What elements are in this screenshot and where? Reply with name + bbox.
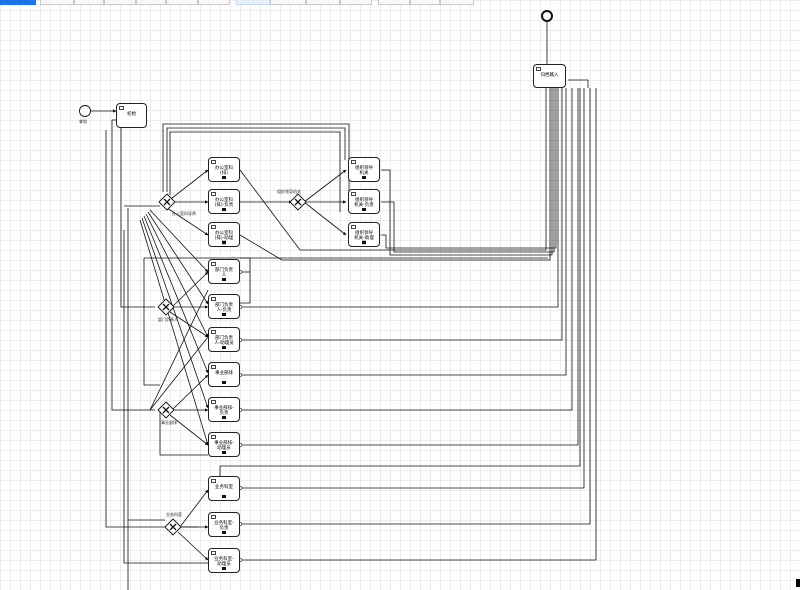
resize-handle[interactable] [796,579,800,587]
task-label: 部门负责人 [215,268,233,278]
user-task-icon [351,160,356,164]
gateway-label: 业务科室 [166,512,182,517]
task-end[interactable]: 归档输入 [533,64,566,88]
multi-instance-icon [362,208,366,211]
user-task-icon [119,106,124,110]
multi-instance-icon [222,381,226,384]
task-b1[interactable]: 组织领导机关 [348,157,380,182]
multi-instance-icon [222,208,226,211]
task-e1[interactable]: 业务科室 [208,476,240,501]
task-a1[interactable]: 办公室科(排) [208,157,240,182]
task-label: 办公室科(排)-负责 [214,198,234,208]
start-event-label: 拿到 [79,119,87,124]
multi-instance-icon [222,241,226,244]
multi-instance-icon [222,451,226,454]
multi-instance-icon [222,313,226,316]
user-task-icon [211,192,216,196]
user-task-icon [211,400,216,404]
task-label: 组织领导机关 [355,166,373,176]
task-b3[interactable]: 组织领导机关-助理员 [348,222,380,247]
task-b2[interactable]: 组织领导机关-负责 [348,189,380,214]
multi-instance-icon [222,346,226,349]
task-label: 部门负责人-助理员 [214,336,234,346]
multi-instance-icon [362,241,366,244]
gateway-label: 事业部排 [161,420,177,425]
toolbar-button-2[interactable] [74,0,104,5]
toolbar-button-3[interactable] [104,0,136,5]
task-start[interactable]: 初始 [116,103,147,128]
user-task-icon [351,192,356,196]
task-label: 办公室科(排) [215,166,233,176]
task-label: 事业部排-负责 [214,406,234,416]
user-task-icon [211,479,216,483]
task-label: 初始 [127,112,136,117]
gateway-3[interactable] [289,193,307,211]
user-task-icon [211,160,216,164]
user-task-icon [211,435,216,439]
task-label: 业务科室 [215,485,233,490]
user-task-icon [211,365,216,369]
task-c3[interactable]: 部门负责人-助理员 [208,327,240,352]
start-event[interactable] [79,105,91,117]
end-event[interactable] [541,10,553,22]
toolbar-button-12[interactable] [440,0,474,5]
toolbar-button-4[interactable] [136,0,166,5]
toolbar-button-9[interactable] [340,0,372,5]
task-label: 部门负责人-负责 [215,303,233,313]
user-task-icon [211,515,216,519]
multi-instance-icon [222,278,226,281]
gateway-label: 部门负责人 [158,317,178,322]
toolbar-button-10[interactable] [378,0,410,5]
toolbar-button-8[interactable] [306,0,340,5]
toolbar-button-11[interactable] [410,0,440,5]
task-label: 业务科室-负责 [214,521,234,531]
gateway-5[interactable] [164,518,182,536]
toolbar-button-5[interactable] [166,0,198,5]
user-task-icon [211,262,216,266]
toolbar-button-7[interactable] [270,0,306,5]
multi-instance-icon [362,176,366,179]
task-e2[interactable]: 业务科室-负责 [208,512,240,537]
gateway-label: 组织领导机关 [277,189,301,194]
gateway-2[interactable] [157,298,175,316]
task-label: 业务科室-助理员 [214,557,234,567]
top-toolbar [0,0,800,5]
task-label: 归档输入 [540,73,559,78]
multi-instance-icon [222,531,226,534]
user-task-icon [211,297,216,301]
task-d3[interactable]: 事业部排-助理员 [208,432,240,457]
toolbar-button-6[interactable] [198,0,230,5]
multi-instance-icon [222,567,226,570]
multi-instance-icon [222,416,226,419]
task-e3[interactable]: 业务科室-助理员 [208,548,240,573]
task-label: 组织领导机关-负责 [354,198,374,208]
user-task-icon [536,67,541,71]
user-task-icon [211,551,216,555]
toolbar-button-1[interactable] [40,0,74,5]
gateway-1[interactable] [158,193,176,211]
toolbar-primary-button[interactable] [0,0,36,5]
gateway-label: 办公室科导师 [172,211,196,216]
task-label: 事业部排 [215,371,233,376]
task-d1[interactable]: 事业部排 [208,362,240,387]
multi-instance-icon [222,495,226,498]
user-task-icon [211,330,216,334]
multi-instance-icon [222,176,226,179]
task-a2[interactable]: 办公室科(排)-负责 [208,189,240,214]
user-task-icon [351,225,356,229]
gateway-4[interactable] [157,401,175,419]
user-task-icon [211,225,216,229]
task-c1[interactable]: 部门负责人 [208,259,240,284]
toolbar-button-active[interactable] [236,0,270,5]
task-a3[interactable]: 办公室科(排)-助理员 [208,222,240,247]
task-label: 事业部排-助理员 [214,441,234,451]
task-d2[interactable]: 事业部排-负责 [208,397,240,422]
task-c2[interactable]: 部门负责人-负责 [208,294,240,319]
